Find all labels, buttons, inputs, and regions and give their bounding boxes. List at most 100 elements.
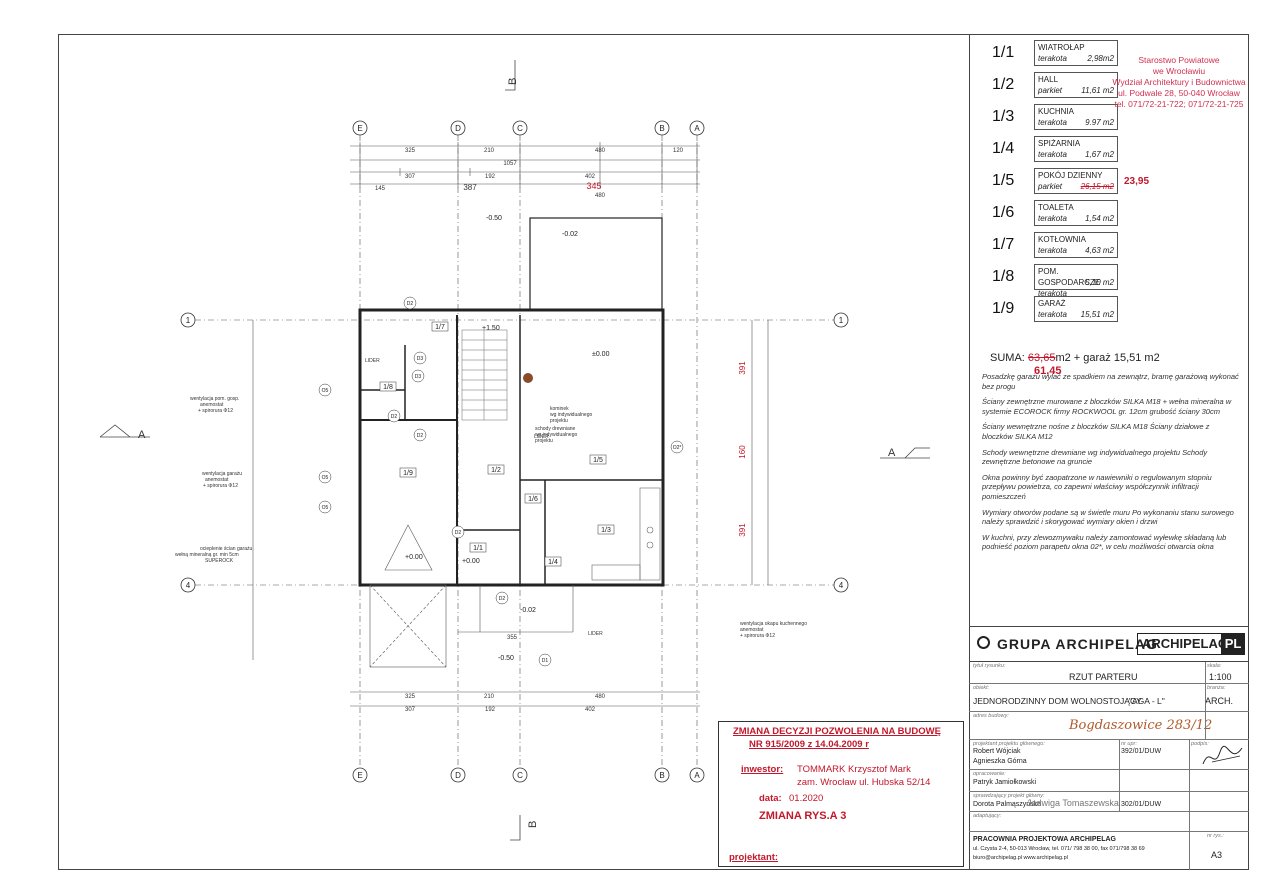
svg-text:B: B	[659, 771, 664, 780]
svg-text:schody drewniane: schody drewniane	[535, 426, 576, 432]
logo-circle-icon	[977, 636, 990, 649]
svg-text:325: 325	[405, 694, 416, 700]
svg-text:O5: O5	[322, 475, 329, 481]
svg-text:1/9: 1/9	[403, 470, 413, 477]
svg-text:160: 160	[738, 445, 747, 459]
svg-text:1/7: 1/7	[435, 324, 445, 331]
svg-text:±0.00: ±0.00	[592, 351, 610, 358]
svg-text:480: 480	[595, 694, 606, 700]
svg-text:1/1: 1/1	[473, 545, 483, 552]
svg-text:402: 402	[585, 174, 596, 180]
title-row-office: PRACOWNIA PROJEKTOWA ARCHIPELAG ul. Czys…	[973, 833, 1224, 861]
svg-text:wg indywidualnego: wg indywidualnego	[535, 432, 577, 438]
title-row-designer: projektant projektu głównego: Robert Wój…	[969, 740, 1249, 770]
office-stamp: Starostwo Powiatowe we Wrocławiu Wydział…	[1112, 55, 1246, 109]
svg-text:391: 391	[738, 361, 747, 375]
title-row-checker: sprawdzający projekt główny: Dorota Palm…	[969, 792, 1249, 812]
svg-text:A: A	[888, 447, 896, 459]
svg-text:D: D	[455, 124, 461, 133]
svg-text:-0.02: -0.02	[520, 607, 536, 614]
title-row-address: adres budowy: Bogdaszowice 283/12	[969, 712, 1249, 740]
svg-text:wg indywidualnego: wg indywidualnego	[550, 412, 592, 418]
title-row-adapt: adaptujący:	[969, 812, 1249, 832]
svg-text:4: 4	[839, 581, 844, 590]
svg-text:192: 192	[485, 174, 496, 180]
svg-text:LIDER: LIDER	[365, 358, 380, 364]
svg-text:1/6: 1/6	[528, 496, 538, 503]
title-row-author: opracowanie: Patryk Jamiołkowski	[969, 770, 1249, 792]
svg-text:B: B	[527, 821, 539, 828]
svg-text:anemostat: anemostat	[740, 627, 764, 633]
archipelag-logo: ARCHIPELAG	[1137, 633, 1233, 655]
svg-text:kominek: kominek	[550, 406, 569, 412]
svg-text:wentylacja okapu kuchennego: wentylacja okapu kuchennego	[740, 621, 807, 627]
svg-text:402: 402	[585, 707, 596, 713]
svg-text:145: 145	[375, 186, 386, 192]
svg-text:ocieplenie ścian garażu: ocieplenie ścian garażu	[200, 546, 252, 552]
svg-text:D1: D1	[542, 658, 549, 664]
svg-text:D2: D2	[455, 530, 462, 536]
title-row-object: obiekt: JEDNORODZINNY DOM WOLNOSTOJĄCY "…	[969, 684, 1249, 712]
construction-notes: Posadzkę garażu wylać ze spadkiem na zew…	[982, 372, 1239, 552]
svg-text:A: A	[694, 771, 700, 780]
svg-text:wentylacja garażu: wentylacja garażu	[202, 471, 242, 477]
corrected-sum: 61,45	[1034, 365, 1062, 377]
brand-bar: GRUPA ARCHIPELAG ARCHIPELAG PL	[969, 626, 1249, 662]
room-number: 1/1	[992, 44, 1015, 61]
svg-text:210: 210	[484, 148, 495, 154]
svg-text:307: 307	[405, 707, 416, 713]
svg-text:480: 480	[595, 193, 606, 199]
svg-text:307: 307	[405, 174, 416, 180]
svg-text:1/2: 1/2	[491, 467, 501, 474]
area-sum: SUMA: 63,65m2 + garaż 15,51 m2 61,45	[990, 352, 1160, 377]
svg-text:D3: D3	[417, 356, 424, 362]
svg-text:325: 325	[405, 148, 416, 154]
permit-change-box: ZMIANA DECYZJI POZWOLENIA NA BUDOWĘ NR 9…	[718, 721, 964, 867]
svg-text:D: D	[455, 771, 461, 780]
svg-text:D2: D2	[417, 433, 424, 439]
svg-text:355: 355	[507, 635, 518, 641]
svg-text:D3: D3	[415, 374, 422, 380]
svg-text:120: 120	[673, 148, 684, 154]
title-row-drawing: tytuł rysunku: RZUT PARTERU skala: 1:100	[969, 662, 1249, 684]
svg-text:-0.50: -0.50	[498, 655, 514, 662]
svg-text:4: 4	[186, 581, 191, 590]
corrected-area: 23,95	[1124, 176, 1150, 187]
svg-text:O2*: O2*	[673, 445, 682, 451]
axis-label-e: E	[357, 124, 362, 133]
svg-text:C: C	[517, 124, 523, 133]
svg-text:D2: D2	[499, 596, 506, 602]
svg-text:anemostat: anemostat	[205, 477, 229, 483]
svg-text:-0.02: -0.02	[562, 231, 578, 238]
svg-text:1/3: 1/3	[601, 527, 611, 534]
svg-text:192: 192	[485, 707, 496, 713]
svg-text:1057: 1057	[503, 161, 517, 167]
svg-text:O5: O5	[322, 505, 329, 511]
svg-text:A: A	[138, 429, 146, 441]
svg-text:B: B	[659, 124, 664, 133]
svg-text:projektu: projektu	[535, 438, 553, 444]
svg-text:-0.50: -0.50	[486, 215, 502, 222]
svg-text:+ spirorura Φ12: + spirorura Φ12	[198, 408, 233, 414]
svg-text:A: A	[694, 124, 700, 133]
drawing-sheet-frame	[58, 34, 1249, 870]
svg-text:wełną mineralną gr. min 5cm: wełną mineralną gr. min 5cm	[175, 552, 239, 558]
svg-text:345: 345	[586, 181, 601, 191]
svg-text:C: C	[517, 771, 523, 780]
svg-text:+ spirorura Φ12: + spirorura Φ12	[740, 633, 775, 639]
chimney-icon	[523, 373, 533, 383]
svg-text:anemostat: anemostat	[200, 402, 224, 408]
svg-text:SUPEROCK: SUPEROCK	[205, 558, 234, 564]
svg-text:projektu: projektu	[550, 418, 568, 424]
svg-text:+0.00: +0.00	[462, 558, 480, 565]
svg-text:1/8: 1/8	[383, 384, 393, 391]
svg-text:387: 387	[463, 183, 477, 192]
svg-text:B: B	[507, 78, 519, 85]
